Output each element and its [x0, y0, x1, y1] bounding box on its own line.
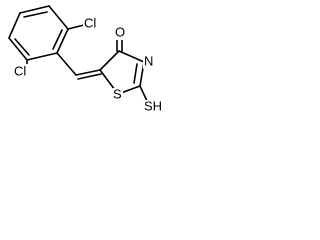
- bond-c4-n3: [118, 50, 145, 63]
- thiazolidinone-ring: [99, 50, 145, 95]
- aromatic-inner-1: [23, 11, 48, 18]
- bond-c2-c3: [8, 12, 21, 39]
- bond-c2-sh: [139, 85, 148, 102]
- double-bond-ch-c5-b: [77, 73, 102, 80]
- atom-thiol: SH: [144, 98, 162, 113]
- bond-c3-c4: [8, 37, 28, 61]
- benzene-ring: [8, 5, 69, 61]
- aromatic-inner-2: [14, 38, 30, 56]
- bond-c5-c6: [56, 28, 69, 54]
- bond-c5-c4: [99, 50, 120, 71]
- bond-ring-ch: [56, 52, 77, 76]
- bond-c6-c1: [48, 5, 69, 30]
- double-bond-c2-n3: [133, 63, 138, 84]
- atom-nitrogen: N: [144, 53, 153, 68]
- chemical-structure: Cl Cl O S N SH: [8, 5, 163, 114]
- atom-sulfur: S: [113, 86, 122, 101]
- double-bond-ch-c5-a: [75, 69, 101, 76]
- bond-c4-c5: [26, 52, 58, 61]
- bond-c1-c2: [19, 5, 50, 14]
- aromatic-inner-3: [52, 29, 63, 50]
- structure-canvas: Cl Cl O S N SH: [0, 0, 176, 118]
- atom-cl-left: Cl: [14, 63, 26, 78]
- atom-oxygen: O: [115, 24, 125, 39]
- atom-cl-top: Cl: [84, 15, 96, 30]
